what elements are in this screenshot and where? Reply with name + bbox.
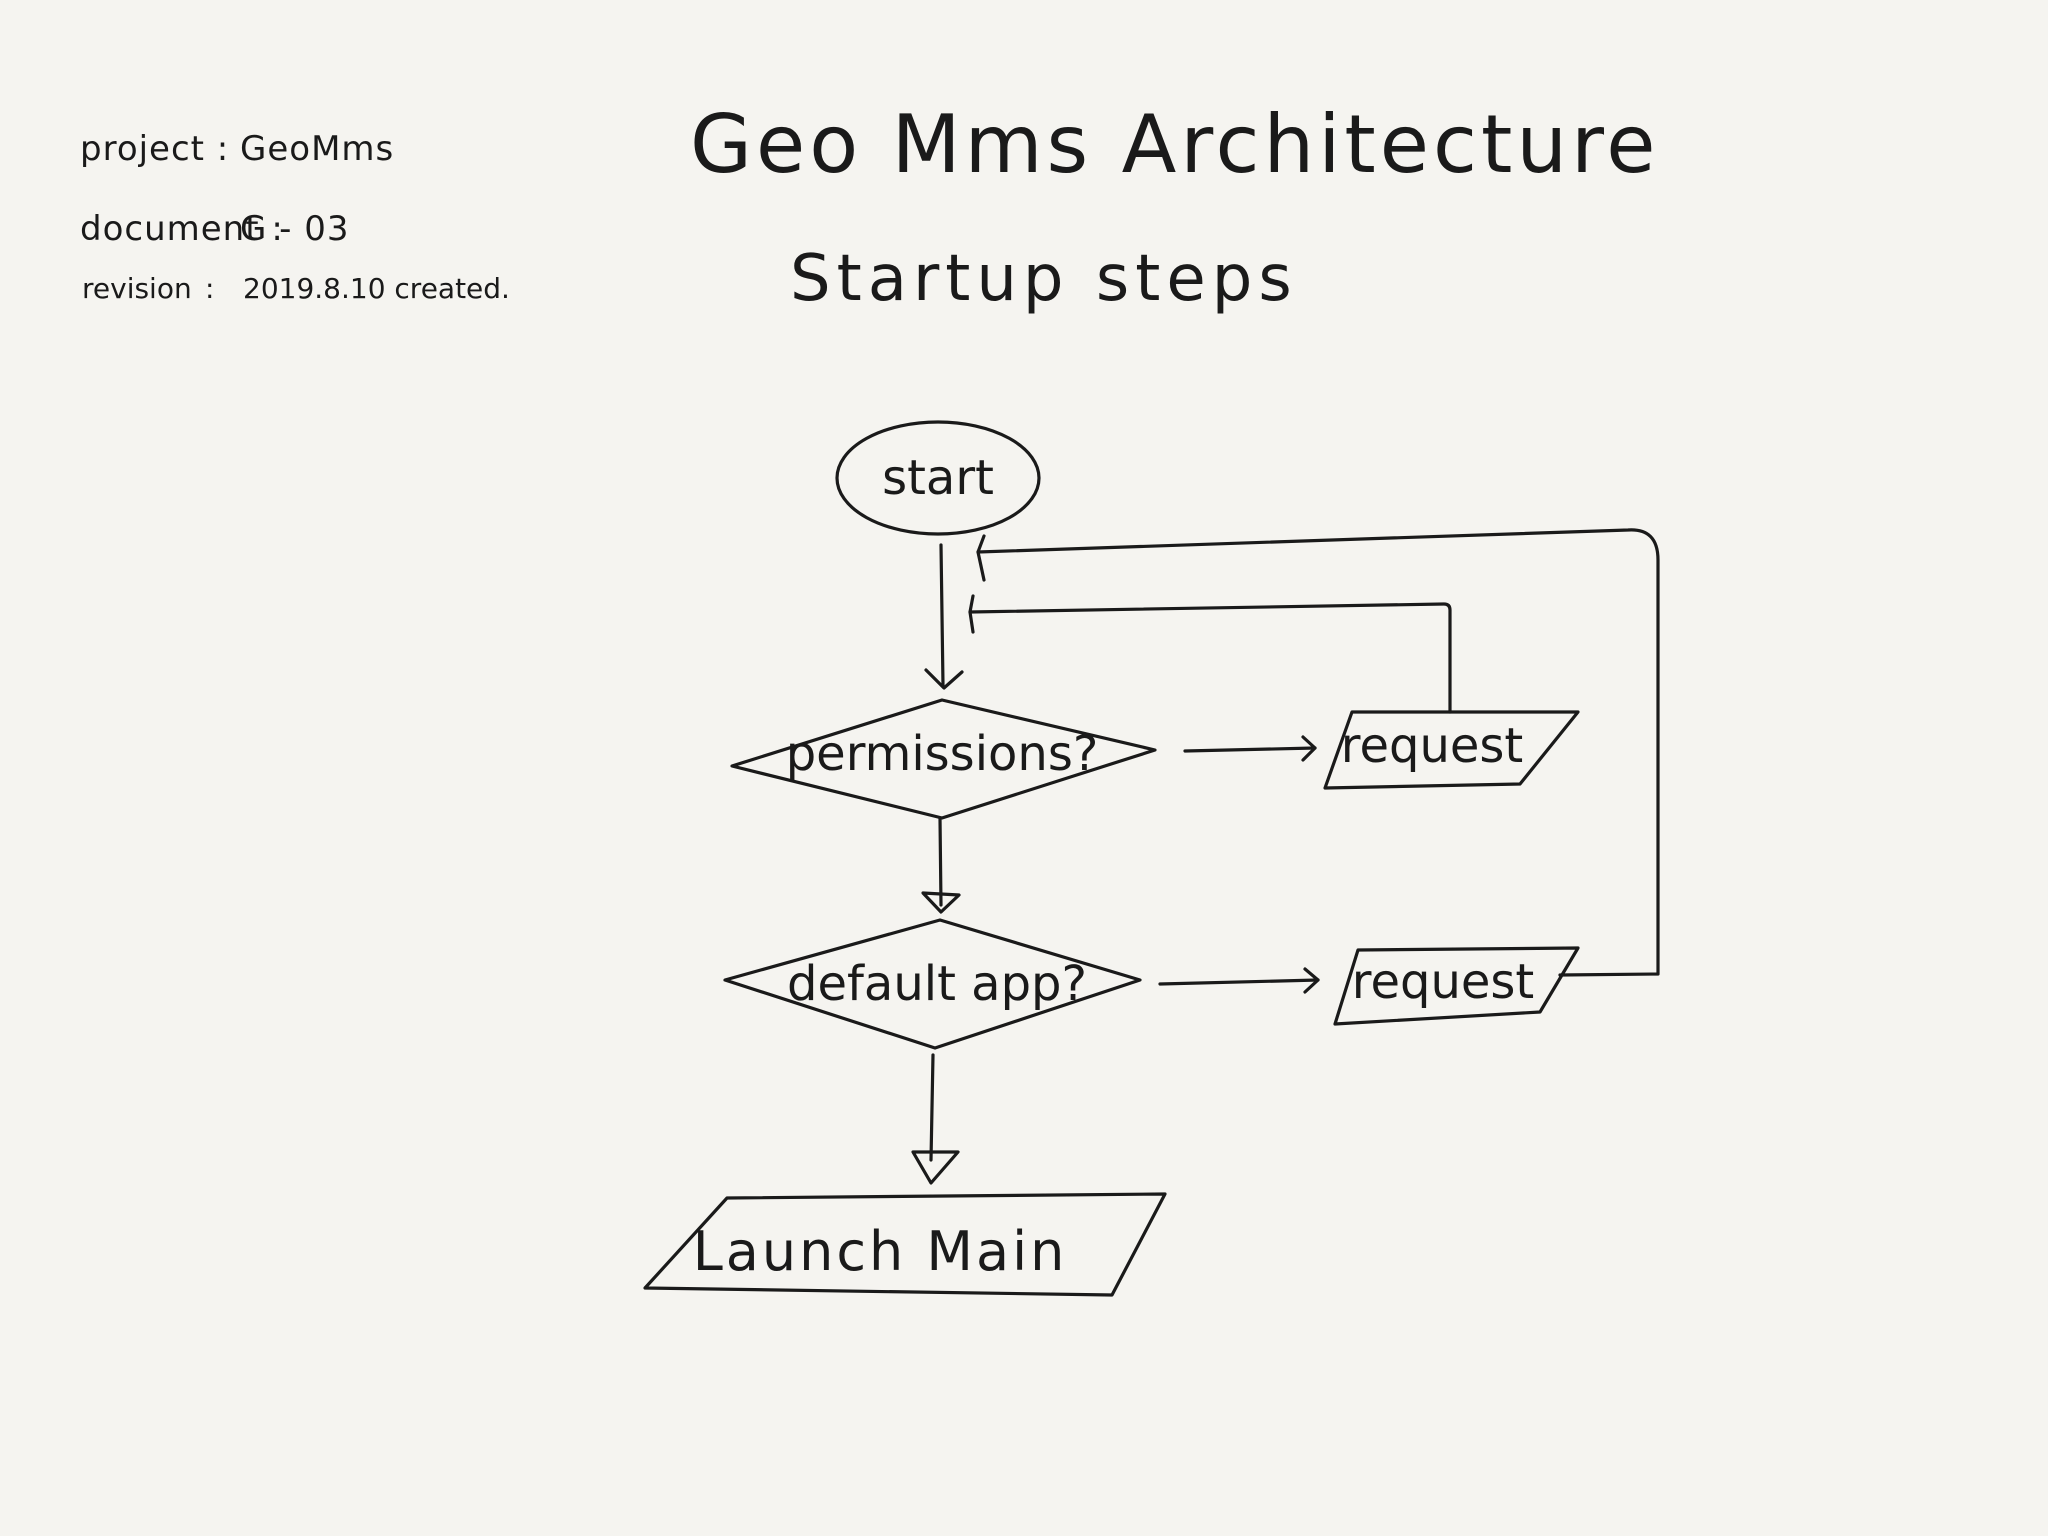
arrow-default-to-request (1158, 967, 1320, 994)
revision-value: 2019.8.10 created. (243, 272, 510, 305)
page-subtitle: Startup steps (790, 242, 1298, 316)
project-value: GeoMms (240, 129, 394, 169)
loop-request-permissions-back (968, 594, 1452, 714)
request-permissions-label: request (1341, 718, 1523, 774)
permissions-label: permissions? (786, 726, 1099, 782)
arrow-permissions-to-default (921, 816, 961, 914)
default-app-decision: default app? (723, 918, 1142, 1050)
document-value: G - 03 (240, 209, 350, 249)
request-default-node: request (1333, 946, 1580, 1026)
document-label: document : (80, 209, 284, 249)
document-metadata: project : GeoMms document : G - 03 revis… (80, 129, 510, 305)
start-node: start (835, 420, 1041, 536)
loop-request-default-back (976, 528, 1660, 977)
arrow-start-to-permissions (924, 543, 964, 690)
arrow-default-to-launch (911, 1053, 960, 1185)
request-permissions-node: request (1323, 710, 1580, 790)
permissions-decision: permissions? (730, 698, 1157, 820)
project-label: project : (80, 129, 229, 169)
revision-label: revision (82, 272, 192, 305)
launch-main-label: Launch Main (693, 1220, 1068, 1283)
page-title: Geo Mms Architecture (690, 98, 1659, 191)
revision-separator: : (205, 272, 214, 305)
request-default-label: request (1352, 954, 1534, 1010)
arrow-permissions-to-request (1183, 735, 1317, 762)
start-label: start (882, 450, 994, 506)
launch-main-node: Launch Main (643, 1192, 1167, 1297)
default-app-label: default app? (787, 956, 1087, 1012)
